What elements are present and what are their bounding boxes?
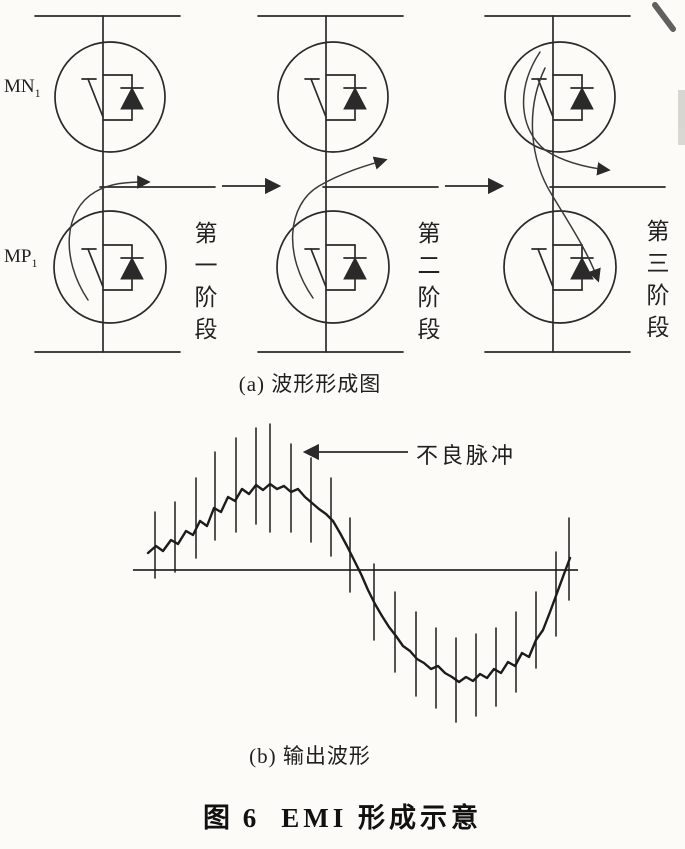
caption-part-b: (b) 输出波形 xyxy=(249,744,371,768)
figure-title: EMI 形成示意 xyxy=(281,803,482,833)
figure-number: 图 6 xyxy=(203,803,260,833)
output-waveform xyxy=(146,482,572,684)
noise-pulse-annotation: 不良脉冲 xyxy=(416,443,517,468)
figure-caption: 图 6 EMI 形成示意 xyxy=(0,796,685,835)
mn-text: MN xyxy=(4,76,35,97)
caption-part-a: (a) 波形形成图 xyxy=(238,372,382,396)
stage-3-circuit xyxy=(484,15,666,353)
transistor-label-mn1: MN1 xyxy=(4,76,41,101)
transistor-label-mp1: MP1 xyxy=(4,246,37,271)
scan-artifacts xyxy=(652,2,685,145)
mp-subscript: 1 xyxy=(31,255,38,270)
stage-2-label: 第二阶段 xyxy=(414,221,439,349)
stage-2-current-arrow xyxy=(292,156,388,299)
stage-1-circuit xyxy=(34,15,216,353)
stage-3-label: 第三阶段 xyxy=(643,219,668,347)
stage-3-current-arrows xyxy=(522,51,611,283)
stage-1-label: 第一阶段 xyxy=(191,221,216,349)
mp-text: MP xyxy=(4,246,32,267)
noise-spikes xyxy=(154,423,570,723)
stage-2-circuit xyxy=(257,15,439,353)
mn-subscript: 1 xyxy=(34,85,41,100)
stage-1-current-arrow xyxy=(68,175,151,301)
